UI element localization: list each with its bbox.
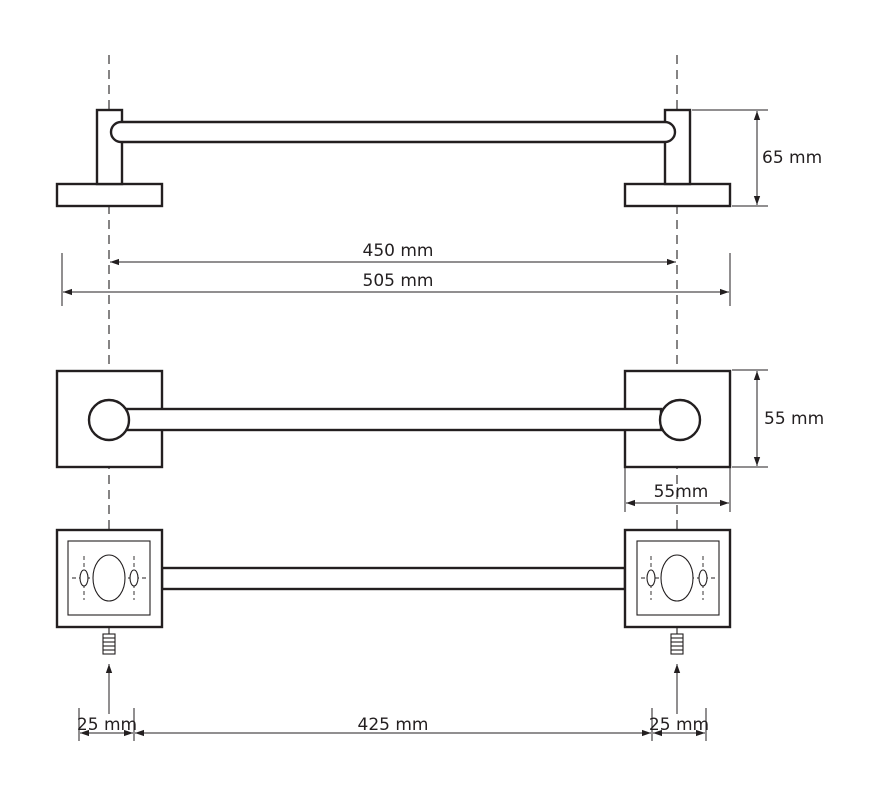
- height-dimension: 65 mm: [692, 109, 822, 207]
- right-set-screw: [670, 633, 684, 714]
- left-centre-hole: [92, 554, 126, 602]
- fixing-left-label: 25 mm: [77, 715, 137, 735]
- left-screw-slot-a: [79, 569, 89, 587]
- right-mounting-plate: [623, 528, 732, 629]
- base-height-label: 55 mm: [764, 409, 824, 429]
- side-view: [55, 108, 732, 208]
- side-bar: [109, 120, 677, 144]
- base-width-dimension: 55mm: [624, 468, 731, 512]
- fixing-dimensions: 25 mm 425 mm 25 mm: [77, 708, 709, 741]
- fixing-right-label: 25 mm: [649, 715, 709, 735]
- center-spacing-label: 450 mm: [363, 241, 434, 261]
- fixing-between-label: 425 mm: [358, 715, 429, 735]
- base-height-dimension: 55 mm: [732, 369, 824, 468]
- left-base-plate: [55, 182, 164, 208]
- top-bar: [124, 407, 663, 432]
- overall-length-label: 505 mm: [363, 271, 434, 291]
- right-rod-end: [658, 398, 702, 442]
- right-screw-slot-a: [646, 569, 656, 587]
- left-mounting-plate: [55, 528, 164, 629]
- right-base-plate: [623, 182, 732, 208]
- left-set-screw: [102, 633, 116, 714]
- height-dimension-label: 65 mm: [762, 148, 822, 168]
- back-bar: [160, 566, 627, 591]
- left-screw-slot-b: [129, 569, 139, 587]
- base-width-label: 55mm: [654, 482, 709, 502]
- length-dimensions: 450 mm 505 mm: [61, 241, 731, 306]
- right-post: [663, 108, 692, 186]
- mounting-view: [55, 528, 732, 714]
- right-screw-slot-b: [698, 569, 708, 587]
- left-post: [95, 108, 124, 186]
- left-rod-end: [87, 398, 131, 442]
- top-view: [55, 369, 732, 469]
- right-centre-hole: [660, 554, 694, 602]
